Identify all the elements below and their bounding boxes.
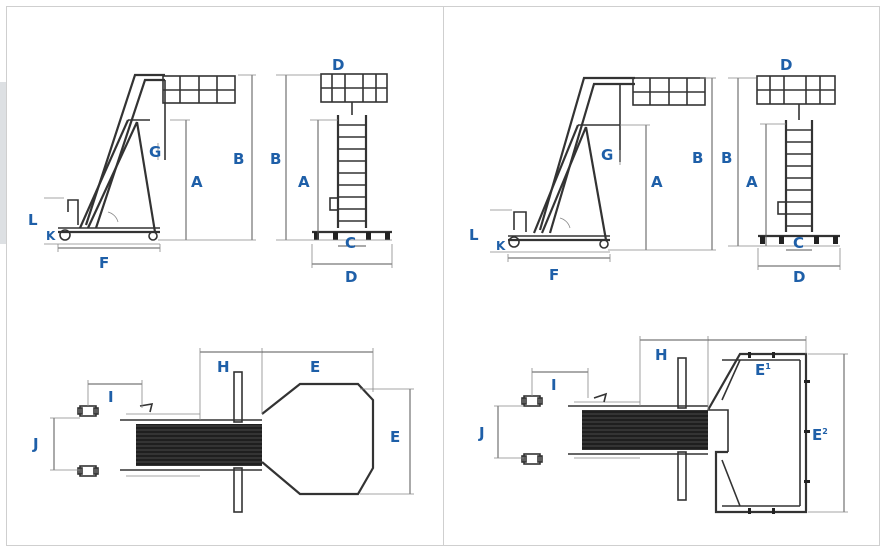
right-front-dim-D-top: D bbox=[780, 56, 792, 74]
left-plan-dim-I: I bbox=[108, 388, 114, 406]
left-dim-A: A bbox=[191, 173, 203, 191]
left-plan-view: H I J E E bbox=[32, 348, 414, 513]
left-panel: L K F G A B bbox=[28, 56, 414, 513]
right-dim-B: B bbox=[692, 149, 703, 167]
right-plan-dim-I: I bbox=[551, 376, 557, 394]
left-front-dim-D-top: D bbox=[332, 56, 344, 74]
right-plan-dim-E1: E1 bbox=[755, 361, 771, 379]
left-plan-dim-H: H bbox=[217, 358, 230, 376]
right-side-elevation: L K F G A B bbox=[469, 76, 716, 284]
right-plan-dim-E2: E2 bbox=[812, 426, 828, 444]
left-front-dim-D-bottom: D bbox=[345, 268, 357, 286]
left-dim-B: B bbox=[233, 150, 244, 168]
left-front-dim-A: A bbox=[298, 173, 310, 191]
left-dim-L: L bbox=[28, 211, 38, 229]
right-front-elevation: D B A C D bbox=[721, 56, 841, 286]
left-front-dim-C: C bbox=[345, 234, 356, 252]
left-plan-dim-E-right: E bbox=[390, 428, 400, 446]
right-front-dim-D-bottom: D bbox=[793, 268, 805, 286]
right-dim-F: F bbox=[549, 266, 559, 284]
left-dim-G: G bbox=[149, 143, 161, 161]
right-dim-G: G bbox=[601, 146, 613, 164]
left-dim-K: K bbox=[46, 229, 56, 243]
right-dim-K: K bbox=[496, 239, 506, 253]
left-plan-dim-E-top: E bbox=[310, 358, 320, 376]
right-front-dim-B: B bbox=[721, 149, 732, 167]
right-plan-dim-J: J bbox=[478, 424, 485, 442]
outer-frame bbox=[6, 6, 880, 546]
left-dim-F: F bbox=[99, 254, 109, 272]
right-front-dim-A: A bbox=[746, 173, 758, 191]
right-plan-view: H I J E1 E2 bbox=[478, 336, 848, 514]
right-panel: L K F G A B bbox=[469, 56, 848, 514]
side-tab bbox=[0, 82, 6, 244]
right-dim-A: A bbox=[651, 173, 663, 191]
right-dim-L: L bbox=[469, 226, 479, 244]
left-side-elevation: L K F G A B bbox=[28, 73, 256, 272]
left-plan-dim-J: J bbox=[32, 435, 39, 453]
right-plan-dim-H: H bbox=[655, 346, 668, 364]
left-front-elevation: D B A C D bbox=[270, 56, 393, 286]
right-front-dim-C: C bbox=[793, 234, 804, 252]
left-front-dim-B: B bbox=[270, 150, 281, 168]
